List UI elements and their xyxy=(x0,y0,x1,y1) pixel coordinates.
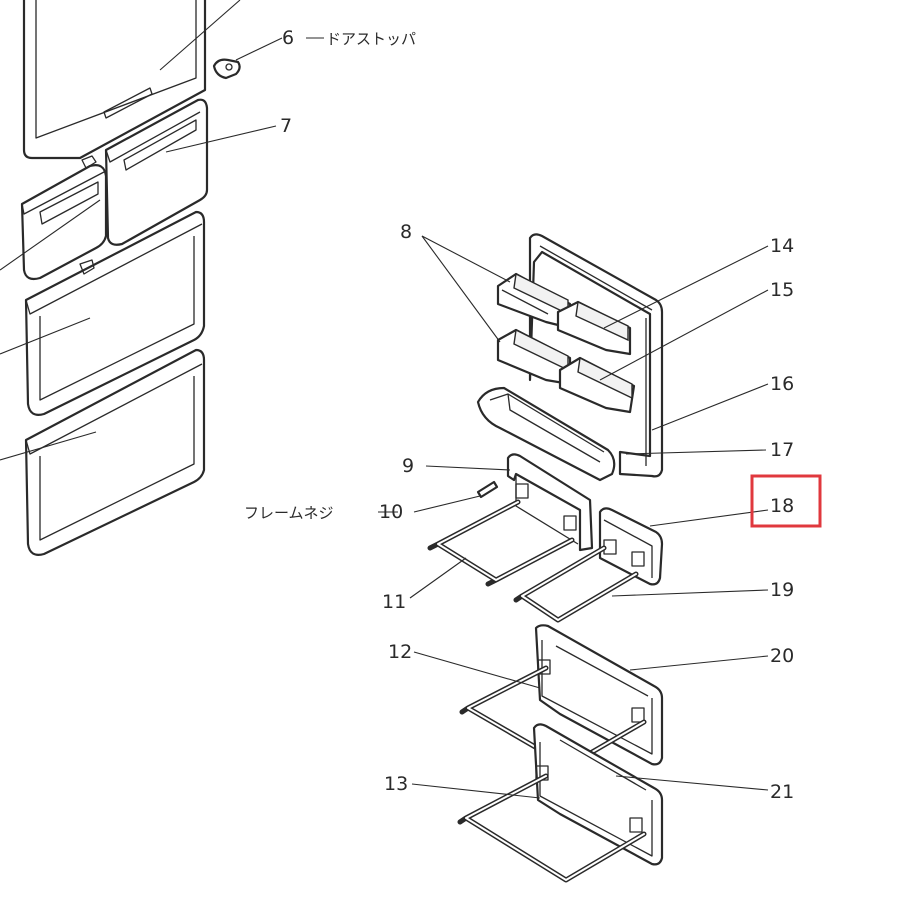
label-12: 12 xyxy=(388,641,412,663)
label-15: 15 xyxy=(770,279,794,301)
label-13: 13 xyxy=(384,773,408,795)
label-18: 18 xyxy=(770,495,794,517)
top-door-panel xyxy=(22,0,241,160)
door-pocket-8c xyxy=(496,328,572,386)
door-panel-upper-right xyxy=(528,233,664,478)
label-20: 20 xyxy=(770,645,794,667)
label-17: 17 xyxy=(770,439,794,461)
label-16: 16 xyxy=(770,373,794,395)
label-6: 6 xyxy=(282,27,294,49)
label-21: 21 xyxy=(770,781,794,803)
rail-11 xyxy=(427,499,575,587)
rail-13 xyxy=(457,773,647,883)
drawer-upper xyxy=(0,210,206,416)
bottle-pocket-17 xyxy=(476,386,616,482)
small-case-left xyxy=(0,155,108,281)
small-case-7 xyxy=(104,98,209,246)
leader-lines xyxy=(165,37,769,799)
label-19: 19 xyxy=(770,579,794,601)
label-9: 9 xyxy=(402,455,414,477)
door-stopper-part xyxy=(212,58,241,80)
drawer-lower xyxy=(0,348,206,556)
highlight-box-18 xyxy=(750,474,822,528)
door-pocket-8d xyxy=(558,356,636,414)
label-8: 8 xyxy=(400,221,412,243)
label-11: 11 xyxy=(382,591,406,613)
frame-18 xyxy=(598,507,664,586)
rail-19 xyxy=(513,545,639,623)
label-7: 7 xyxy=(280,115,292,137)
label-14: 14 xyxy=(770,235,794,257)
drawer-frame-21 xyxy=(532,723,664,866)
label-6-text: ドアストッパ xyxy=(326,30,416,48)
label-10-text: フレームネジ xyxy=(244,504,334,522)
frame-9 xyxy=(506,453,594,552)
label-10: 10 xyxy=(379,501,403,523)
door-pocket-8b xyxy=(556,300,632,356)
frame-screw-10 xyxy=(476,480,499,499)
